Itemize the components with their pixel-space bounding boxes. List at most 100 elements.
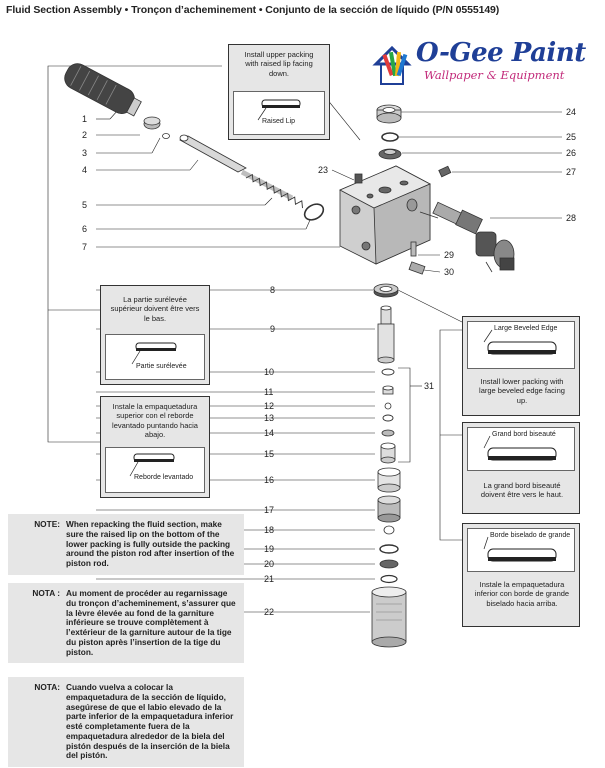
part-19-ring [379,544,399,554]
part-13-washer [382,414,394,422]
part-21-ring [380,574,398,584]
part-o-ring-6 [303,203,325,221]
part-11-retainer [382,385,394,395]
part-28-valve [419,201,515,273]
callout-6: 6 [82,224,87,234]
box-illustration: Borde biselado de grande [467,528,575,572]
callout-17: 17 [264,505,274,515]
part-spring [240,169,303,209]
part-17-housing [377,495,401,523]
callout-22: 22 [264,607,274,617]
box-illustration: Grand bord biseauté [467,427,575,471]
callout-1: 1 [82,114,87,124]
callout-24: 24 [566,107,576,117]
raised-lip-packing-icon [131,342,177,365]
part-23-screw [354,173,363,184]
callout-9: 9 [270,324,275,334]
callout-25: 25 [566,132,576,142]
callout-20: 20 [264,559,274,569]
callout-5: 5 [82,200,87,210]
callout-26: 26 [566,148,576,158]
part-20-seal [379,559,399,569]
callout-7: 7 [82,242,87,252]
note-en: NOTE: When repacking the fluid section, … [8,514,244,575]
callout-2: 2 [82,130,87,140]
part-12-ball [384,402,392,410]
part-14-seat [381,429,395,437]
note-text: Cuando vuelva a colocar la empaquetadura… [66,682,234,761]
callout-11: 11 [264,387,273,397]
box-illustration: Partie surélevée [105,334,205,380]
callouts-right: 23 24 25 26 27 28 29 30 31 [318,107,576,391]
logo: O-Gee Paint Wallpaper & Equipment [372,38,586,88]
callout-16: 16 [264,475,274,485]
box-illustration: Large Beveled Edge [467,321,575,369]
lower-packing-box-es: Borde biselado de grande Instale la empa… [462,523,580,627]
upper-packing-box-es: Instale la empaquetadura superior con el… [100,396,210,498]
callout-4: 4 [82,165,87,175]
note-label: NOTA: [34,682,60,692]
part-15-valve [380,442,396,464]
beveled-packing-icon [483,536,557,562]
part-22-cylinder [371,586,407,648]
note-text: When repacking the fluid section, make s… [66,519,235,569]
beveled-packing-icon [483,329,557,355]
upper-packing-box-fr: La partie surélevée supérieur doivent êt… [100,285,210,385]
part-8-packing [373,283,399,298]
note-es: NOTA: Cuando vuelva a colocar la empaque… [8,677,244,768]
note-fr: NOTA : Au moment de procéder au regarnis… [8,583,244,664]
lip-label: Partie surélevée [136,363,187,370]
callout-30: 30 [444,267,454,277]
box-text: La partie surélevée supérieur doivent êt… [101,286,209,329]
note-label: NOTE: [34,519,60,529]
callout-23: 23 [318,165,328,175]
part-26-seal [378,148,402,160]
box-illustration: Raised Lip [233,91,325,135]
box-text: La grand bord biseauté doivent être vers… [480,481,564,500]
raised-lip-packing-icon [129,453,175,477]
box-illustration: Reborde levantado [105,447,205,493]
edge-label: Borde biselado de grande [490,532,571,539]
box-text: Instale la empaquetadura superior con el… [101,397,209,445]
callout-10: 10 [264,367,274,377]
edge-label: Large Beveled Edge [494,325,558,332]
lower-packing-box-fr: Grand bord biseauté La grand bord biseau… [462,422,580,514]
callout-28: 28 [566,213,576,223]
callout-29: 29 [444,250,454,260]
lower-packing-box-en: Large Beveled Edge Install lower packing… [462,316,580,416]
part-nut [143,116,161,130]
part-9-piston [377,305,395,364]
part-washer [162,133,170,139]
part-29-pin [410,241,417,257]
part-27-screw [438,165,452,178]
logo-tagline: Wallpaper & Equipment [424,68,565,82]
callout-13: 13 [264,413,274,423]
callout-31: 31 [424,381,434,391]
part-30-fitting [408,261,426,275]
part-24-cap [376,104,402,124]
lip-label: Raised Lip [262,118,296,125]
callout-3: 3 [82,148,87,158]
box-text: Instale la empaquetadura inferior con bo… [474,580,570,608]
callouts-left: 1 2 3 4 5 6 7 8 9 10 11 12 13 14 15 16 1… [82,114,275,617]
part-housing [339,165,431,265]
note-label: NOTA : [32,588,60,598]
callout-8: 8 [270,285,275,295]
page-title: Fluid Section Assembly • Tronçon d’achem… [6,4,500,16]
callout-21: 21 [264,574,274,584]
callout-18: 18 [264,525,274,535]
box-text: Install upper packing with raised lip fa… [229,45,329,84]
beveled-packing-icon [483,435,557,461]
note-text: Au moment de procéder au regarnissage du… [66,588,236,657]
edge-label: Grand bord biseauté [492,431,556,438]
part-handle [64,63,142,117]
house-brush-icon [372,45,412,85]
raised-lip-packing-icon [257,99,301,121]
part-16-sleeve [377,467,401,493]
part-25-ring [381,132,399,142]
part-10-ring [381,368,395,376]
part-piston-rod [179,134,247,173]
upper-packing-box-en: Install upper packing with raised lip fa… [228,44,330,140]
callout-19: 19 [264,544,274,554]
